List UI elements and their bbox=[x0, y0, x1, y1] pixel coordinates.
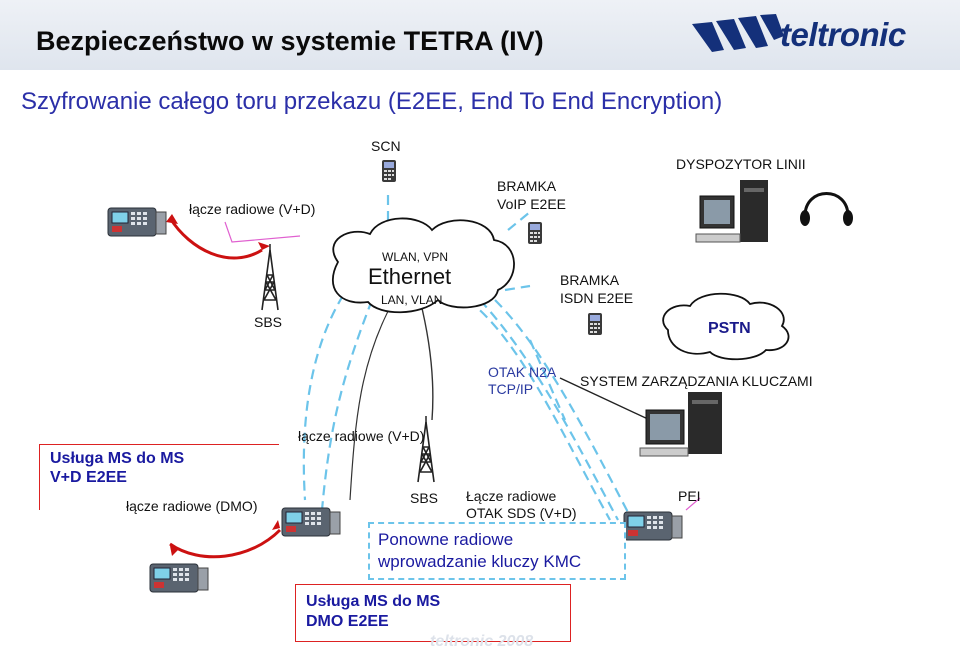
isdn-gateway-label-1: BRAMKA bbox=[560, 272, 620, 288]
rekey-line-2: wprowadzanie kluczy KMC bbox=[378, 552, 582, 571]
pstn-cloud-icon bbox=[662, 292, 790, 361]
scn-phone-icon bbox=[382, 160, 396, 182]
sbs-tower-top-icon bbox=[261, 243, 279, 311]
radio-vd-top-label: łącze radiowe (V+D) bbox=[189, 201, 316, 217]
radio-link-label-1: Łącze radiowe bbox=[466, 488, 557, 504]
radio-bottom-left-icon bbox=[149, 563, 209, 593]
page-title: Bezpieczeństwo w systemie TETRA (IV) bbox=[36, 26, 544, 56]
rekey-box: Ponowne radiowe wprowadzanie kluczy KMC bbox=[368, 522, 626, 580]
radio-link-label-2: OTAK SDS (V+D) bbox=[466, 505, 577, 521]
pstn-label: PSTN bbox=[708, 320, 751, 337]
radio-dmo-label: łącze radiowe (DMO) bbox=[126, 498, 258, 514]
dispatcher-label: DYSPOZYTOR LINII bbox=[676, 156, 806, 172]
isdn-gateway-label-2: ISDN E2EE bbox=[560, 290, 634, 306]
rekey-line-1: Ponowne radiowe bbox=[378, 530, 514, 549]
teltronic-logo-icon bbox=[692, 14, 784, 52]
ms-vd-line-1: Usługa MS do MS bbox=[50, 450, 185, 467]
voip-gateway-label-1: BRAMKA bbox=[497, 178, 557, 194]
dispatcher-computer-icon bbox=[695, 180, 853, 243]
pei-label: PEI bbox=[678, 488, 701, 504]
sbs-top-label: SBS bbox=[254, 314, 283, 330]
logo-text: teltronic bbox=[780, 16, 906, 53]
ethernet-cloud-icon bbox=[332, 217, 515, 314]
radio-mid-icon bbox=[281, 507, 341, 537]
isdn-gateway-icon bbox=[588, 313, 602, 335]
lan-vlan-label: LAN, VLAN bbox=[381, 293, 443, 307]
ms-vd-box: Usługa MS do MS V+D E2EE bbox=[39, 444, 280, 512]
sbs-tower-mid-icon bbox=[417, 415, 435, 483]
subtitle: Szyfrowanie całego toru przekazu (E2EE, … bbox=[21, 88, 723, 115]
radio-right-icon bbox=[623, 511, 683, 541]
key-management-label: SYSTEM ZARZĄDZANIA KLUCZAMI bbox=[580, 373, 813, 389]
ms-dmo-line-2: DMO E2EE bbox=[306, 613, 389, 630]
voip-gateway-label-2: VoIP E2EE bbox=[497, 196, 567, 212]
key-management-computer-icon bbox=[639, 392, 722, 457]
ms-dmo-box: Usługa MS do MS DMO E2EE bbox=[295, 584, 571, 642]
sbs-mid-label: SBS bbox=[410, 490, 439, 506]
radio-top-left-icon bbox=[107, 207, 167, 237]
header-bar bbox=[0, 0, 960, 70]
ethernet-label: Ethernet bbox=[368, 264, 452, 289]
scn-label: SCN bbox=[371, 138, 401, 154]
otak-label-1: OTAK N2A bbox=[488, 364, 557, 380]
ms-vd-line-2: V+D E2EE bbox=[50, 469, 127, 486]
voip-gateway-icon bbox=[528, 222, 542, 244]
ms-dmo-line-1: Usługa MS do MS bbox=[306, 593, 441, 610]
radio-vd-mid-label: łącze radiowe (V+D) bbox=[298, 428, 425, 444]
watermark: teltronic 2008 bbox=[430, 633, 534, 650]
otak-label-2: TCP/IP bbox=[488, 381, 534, 397]
wlan-vpn-label: WLAN, VPN bbox=[382, 250, 449, 264]
